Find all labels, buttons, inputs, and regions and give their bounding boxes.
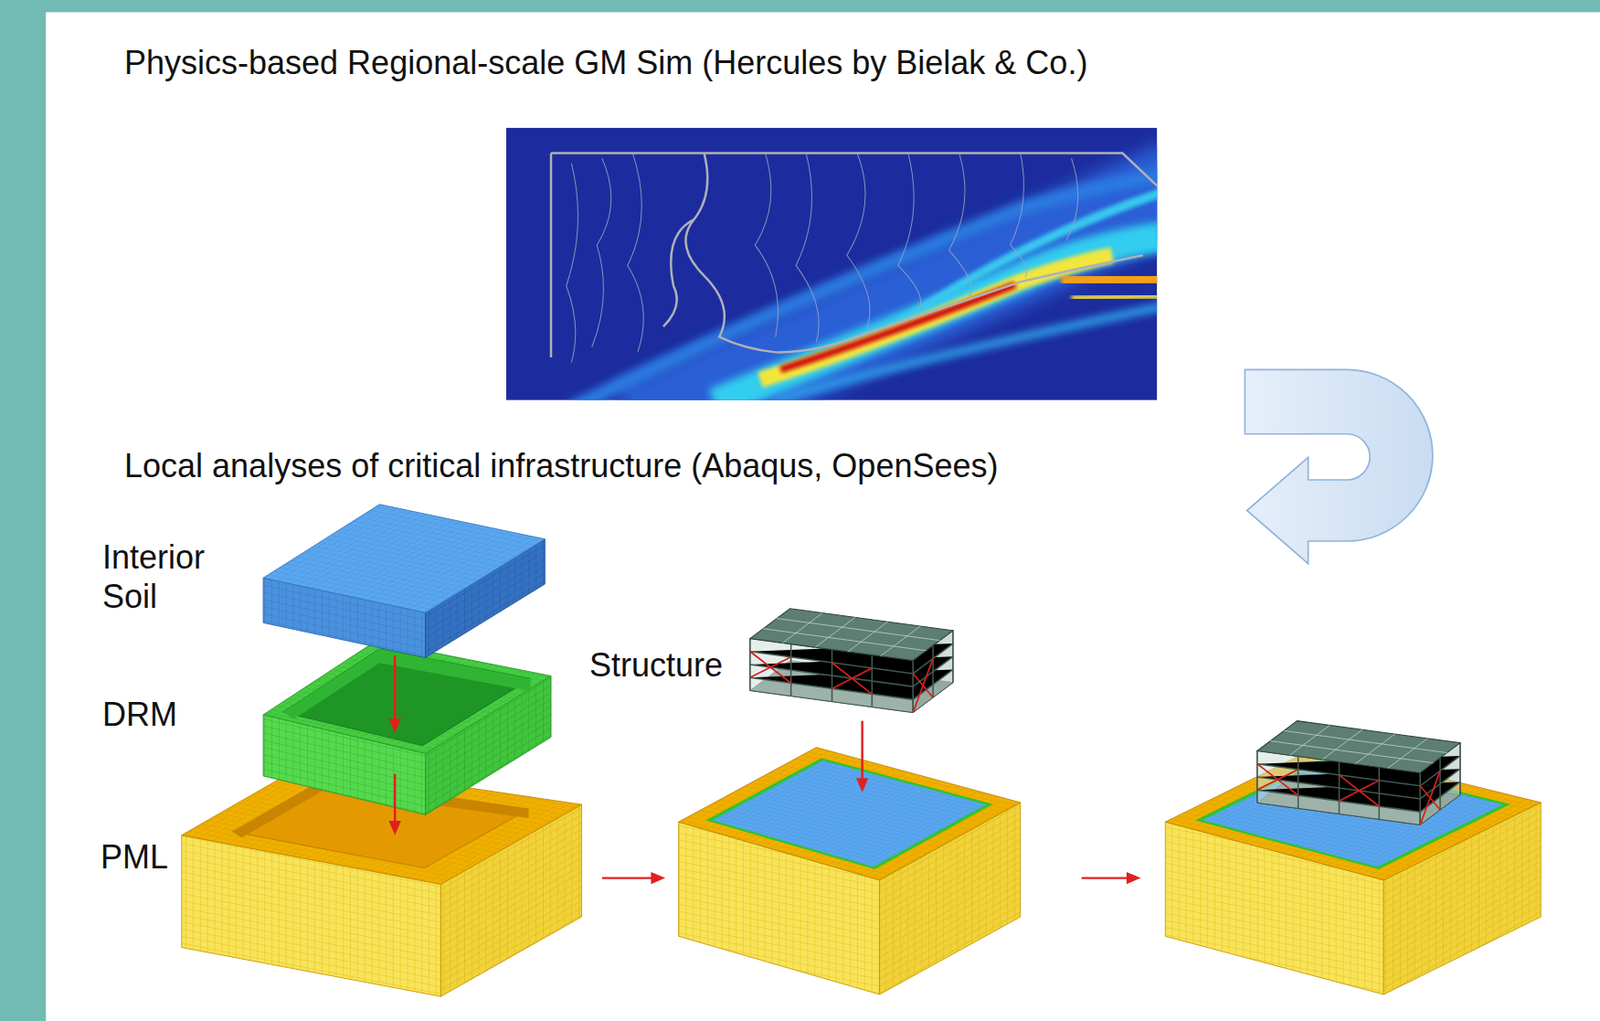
component-label: Interior Soil xyxy=(102,537,240,616)
drm-block xyxy=(263,640,551,815)
section-heading: Local analyses of critical infrastructur… xyxy=(124,445,998,486)
flow-arrow xyxy=(1244,369,1432,563)
component-label: DRM xyxy=(102,694,178,734)
component-label: Structure xyxy=(589,645,723,685)
assembled-model-with-structure xyxy=(1165,720,1541,995)
assembly-arrows xyxy=(388,655,1141,884)
assembled-model xyxy=(678,747,1021,995)
structure-model xyxy=(750,608,954,713)
section-heading: Physics-based Regional-scale GM Sim (Her… xyxy=(124,42,1088,83)
slide-panel xyxy=(45,11,1600,1021)
interior-soil-block xyxy=(263,504,545,658)
component-label: PML xyxy=(100,837,169,877)
ground-motion-map xyxy=(506,127,1157,401)
